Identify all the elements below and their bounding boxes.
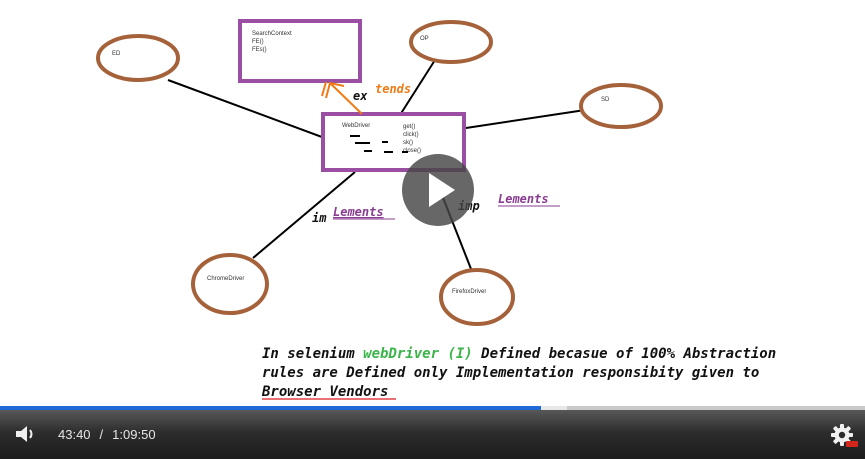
- node-op: OP: [409, 20, 493, 64]
- webdriver-title: WebDriver: [342, 123, 370, 129]
- caption-line-2: rules are Defined only Implementation re…: [262, 365, 759, 381]
- implements-left-handwritten: im: [312, 211, 327, 225]
- extends-label: tends: [375, 82, 411, 96]
- settings-button[interactable]: [830, 423, 854, 447]
- search-context-line: FEs(): [252, 47, 267, 53]
- duration: 1:09:50: [112, 427, 156, 442]
- caption-line-3: Browser Vendors: [261, 384, 388, 400]
- play-icon: [429, 173, 455, 207]
- caption-text: In selenium: [262, 346, 363, 362]
- control-bar: 43:40 / 1:09:50: [0, 410, 865, 459]
- hd-badge-icon: [846, 441, 858, 447]
- webdriver-method: get(): [403, 124, 415, 130]
- node-op-label: OP: [420, 36, 429, 42]
- caption: In selenium webDriver (I) Defined becasu…: [261, 346, 776, 400]
- webdriver-method: click(): [403, 132, 419, 138]
- webdriver-method: sk(): [403, 140, 413, 146]
- time-display: 43:40 / 1:09:50: [58, 427, 156, 442]
- edge-ed-webdriver: [167, 79, 331, 141]
- webdriver-box: WebDriver get() click() sk() close(): [321, 112, 466, 172]
- node-firefox-label: FirefoxDriver: [452, 289, 486, 295]
- volume-button[interactable]: [14, 423, 40, 445]
- extends-handwritten: ex: [353, 89, 368, 103]
- caption-highlight-webdriver: webDriver (I): [363, 346, 473, 362]
- caption-line-1: In selenium webDriver (I) Defined becasu…: [262, 346, 776, 362]
- webdriver-method: close(): [403, 148, 421, 154]
- node-ed: ED: [96, 34, 180, 82]
- volume-icon: [16, 426, 33, 442]
- node-chrome-driver: ChromeDriver: [191, 253, 269, 315]
- node-sd: SD: [579, 83, 663, 129]
- progress-played: [0, 406, 541, 410]
- time-separator: /: [99, 427, 104, 442]
- edge-op-webdriver: [399, 59, 436, 116]
- search-context-title: SearchContext: [252, 31, 292, 37]
- current-time: 43:40: [58, 427, 91, 442]
- implements-right-label: Lements: [498, 192, 549, 206]
- search-context-line: FE(): [252, 39, 264, 45]
- extends-arrow: [321, 81, 363, 115]
- caption-text: Defined becasue of 100% Abstraction: [473, 346, 776, 362]
- video-frame[interactable]: ED OP SD ChromeDriver FirefoxDriver S: [0, 0, 865, 410]
- handwritten-dashes: [350, 135, 408, 153]
- node-sd-label: SD: [601, 97, 610, 103]
- node-chrome-label: ChromeDriver: [207, 276, 244, 282]
- edge-sd-webdriver: [465, 109, 586, 129]
- big-play-button[interactable]: [402, 154, 474, 226]
- edge-chrome-webdriver: [252, 171, 356, 259]
- search-context-box: SearchContext FE() FEs(): [238, 19, 362, 83]
- implements-left-label: Lements: [333, 205, 384, 219]
- diagram-canvas: ED OP SD ChromeDriver FirefoxDriver S: [96, 19, 776, 400]
- gear-icon: [831, 424, 853, 446]
- node-ed-label: ED: [112, 51, 121, 57]
- progress-bar[interactable]: [0, 406, 865, 410]
- node-firefox-driver: FirefoxDriver: [439, 268, 515, 326]
